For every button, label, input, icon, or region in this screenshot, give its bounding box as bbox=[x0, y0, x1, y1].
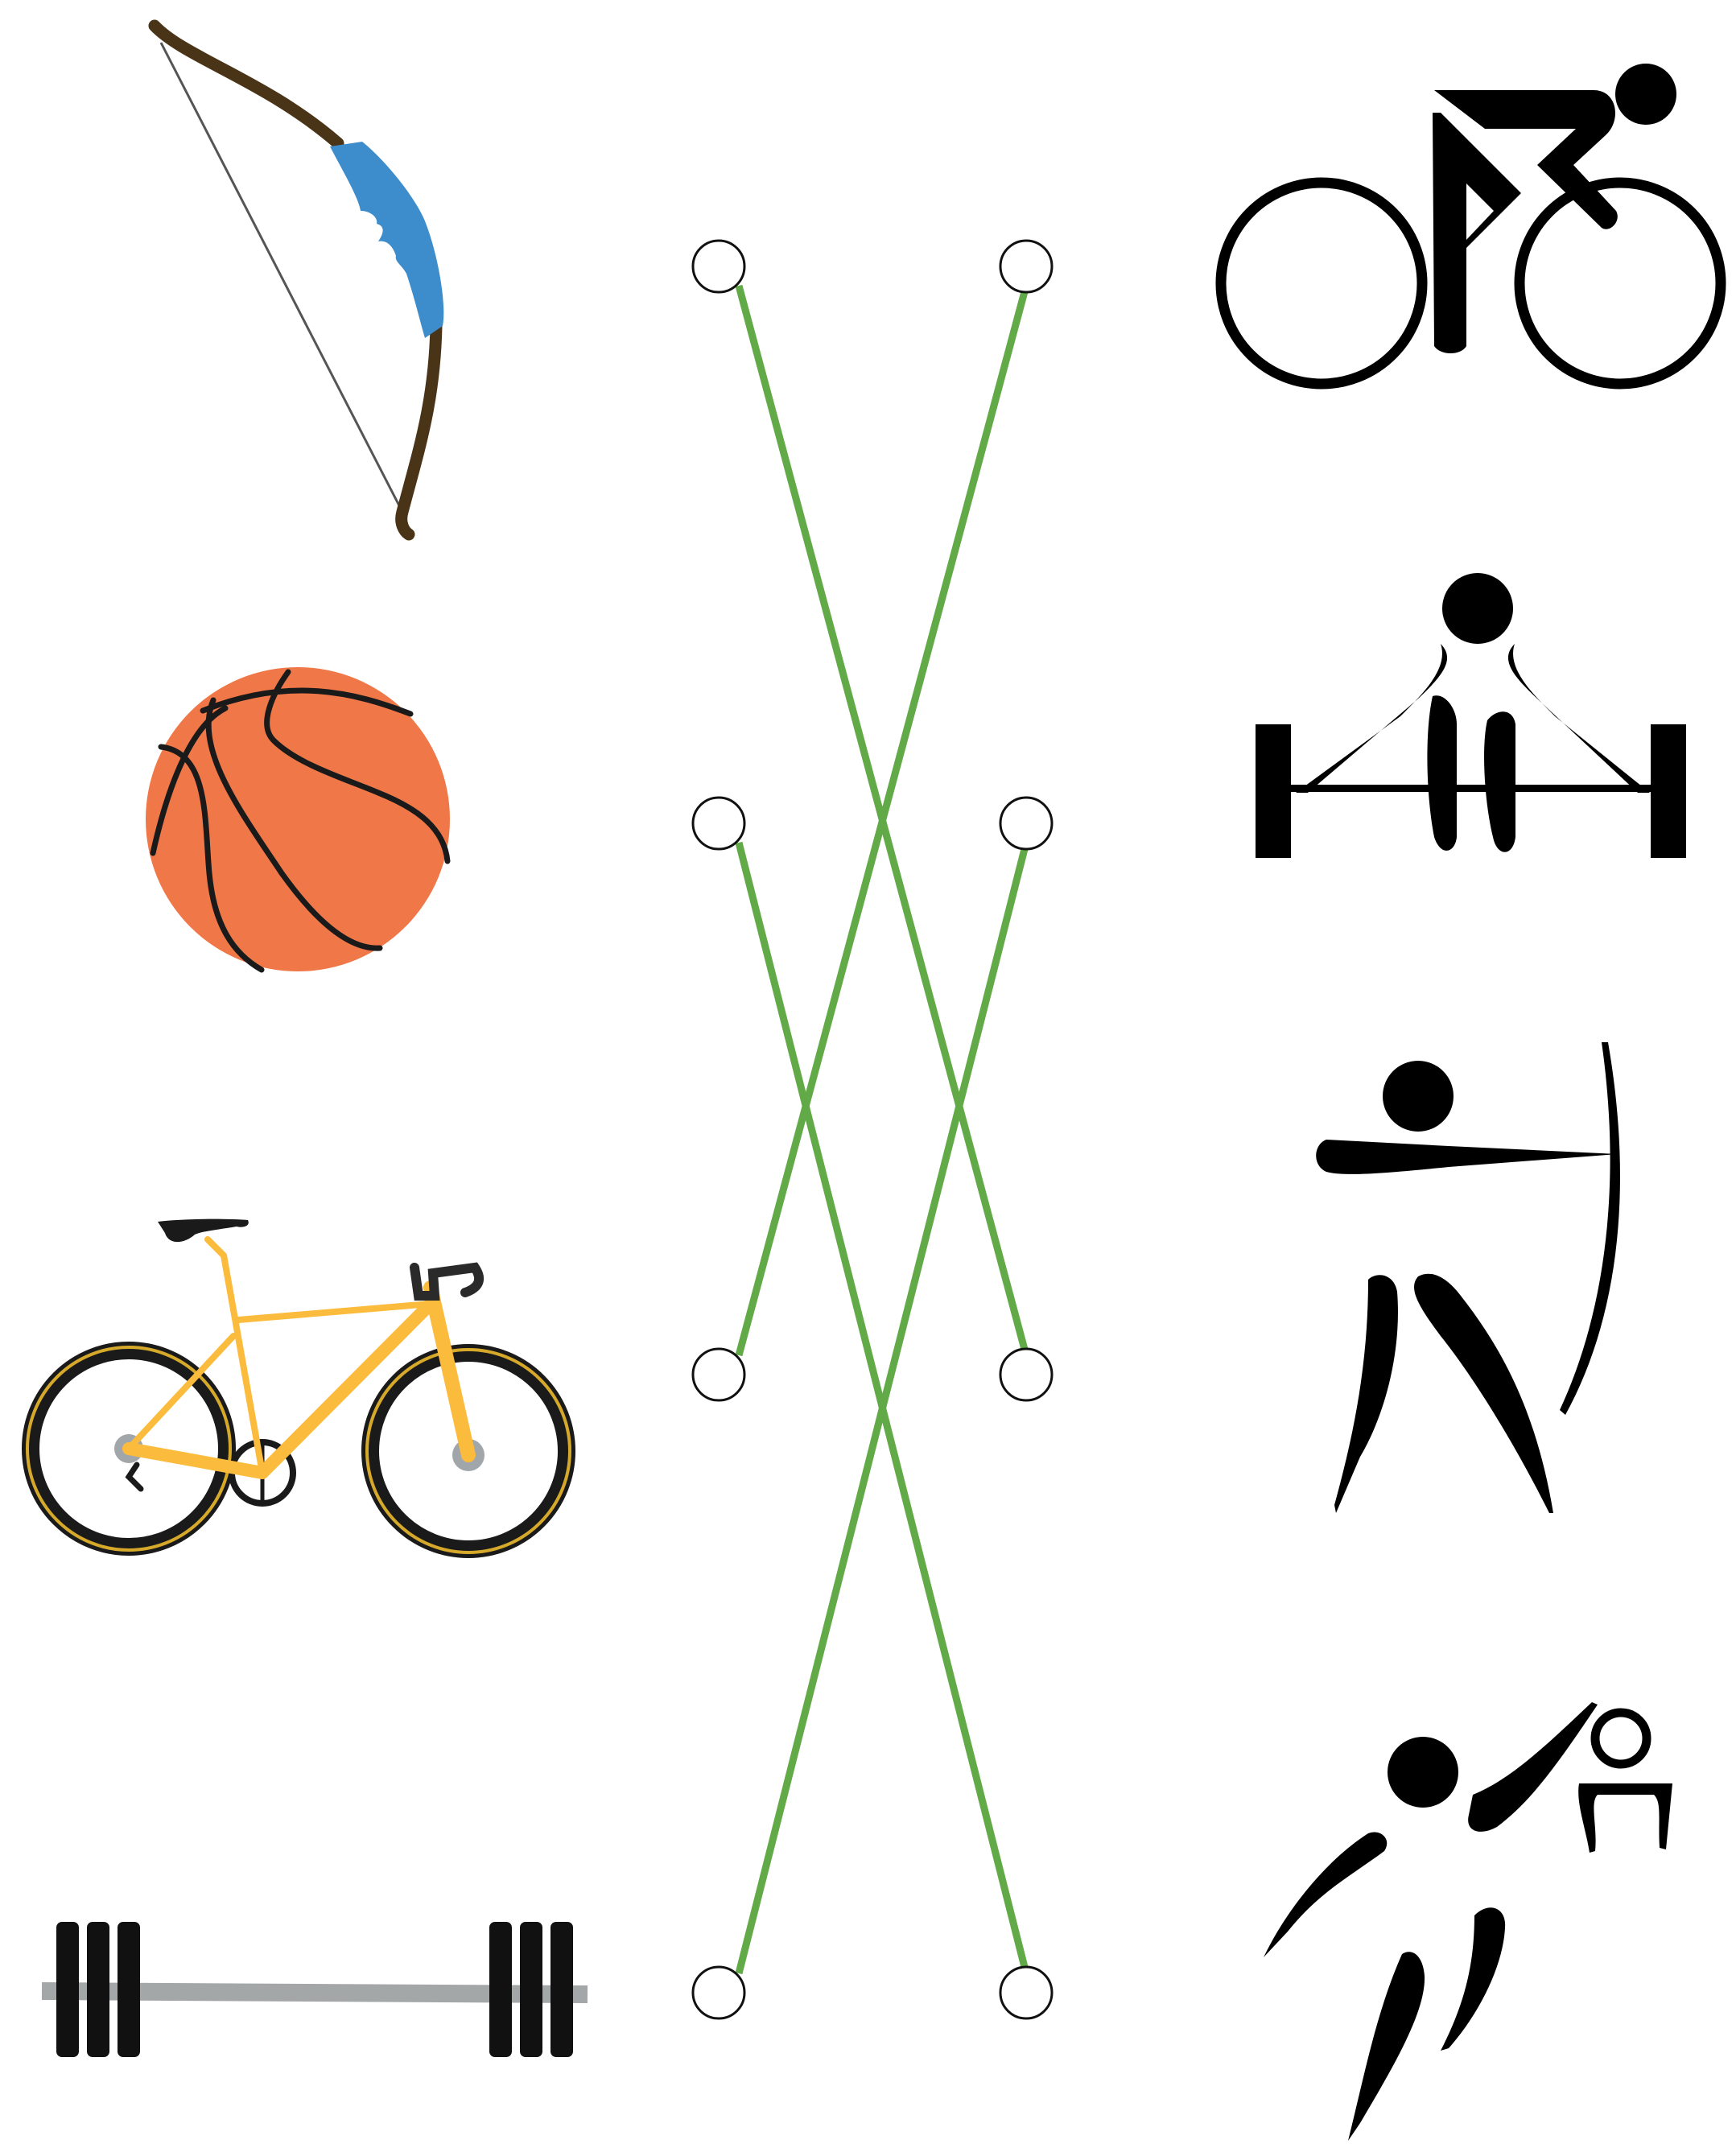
right-connector-dot-R2[interactable] bbox=[1000, 798, 1052, 849]
left-connector-dot-L4[interactable] bbox=[693, 1967, 744, 2018]
right-connector-dot-R4[interactable] bbox=[1000, 1967, 1052, 2018]
left-connector-dot-L2[interactable] bbox=[693, 798, 744, 849]
connection-lines bbox=[739, 286, 1026, 1973]
bow-icon bbox=[155, 26, 443, 534]
basketball-pictogram-icon bbox=[1264, 1702, 1672, 2141]
barbell-icon bbox=[42, 1922, 588, 2057]
weightlifting-pictogram-icon bbox=[1256, 573, 1686, 858]
basketball-icon bbox=[146, 667, 450, 971]
archery-pictogram-icon bbox=[1316, 1042, 1620, 1513]
connector-dots bbox=[693, 241, 1052, 2018]
right-connector-dot-R3[interactable] bbox=[1000, 1349, 1052, 1400]
left-connector-dot-L3[interactable] bbox=[693, 1349, 744, 1400]
left-connector-dot-L1[interactable] bbox=[693, 241, 744, 292]
cycling-pictogram-icon bbox=[1221, 64, 1721, 384]
bicycle-icon bbox=[27, 1219, 570, 1552]
right-connector-dot-R1[interactable] bbox=[1000, 241, 1052, 292]
